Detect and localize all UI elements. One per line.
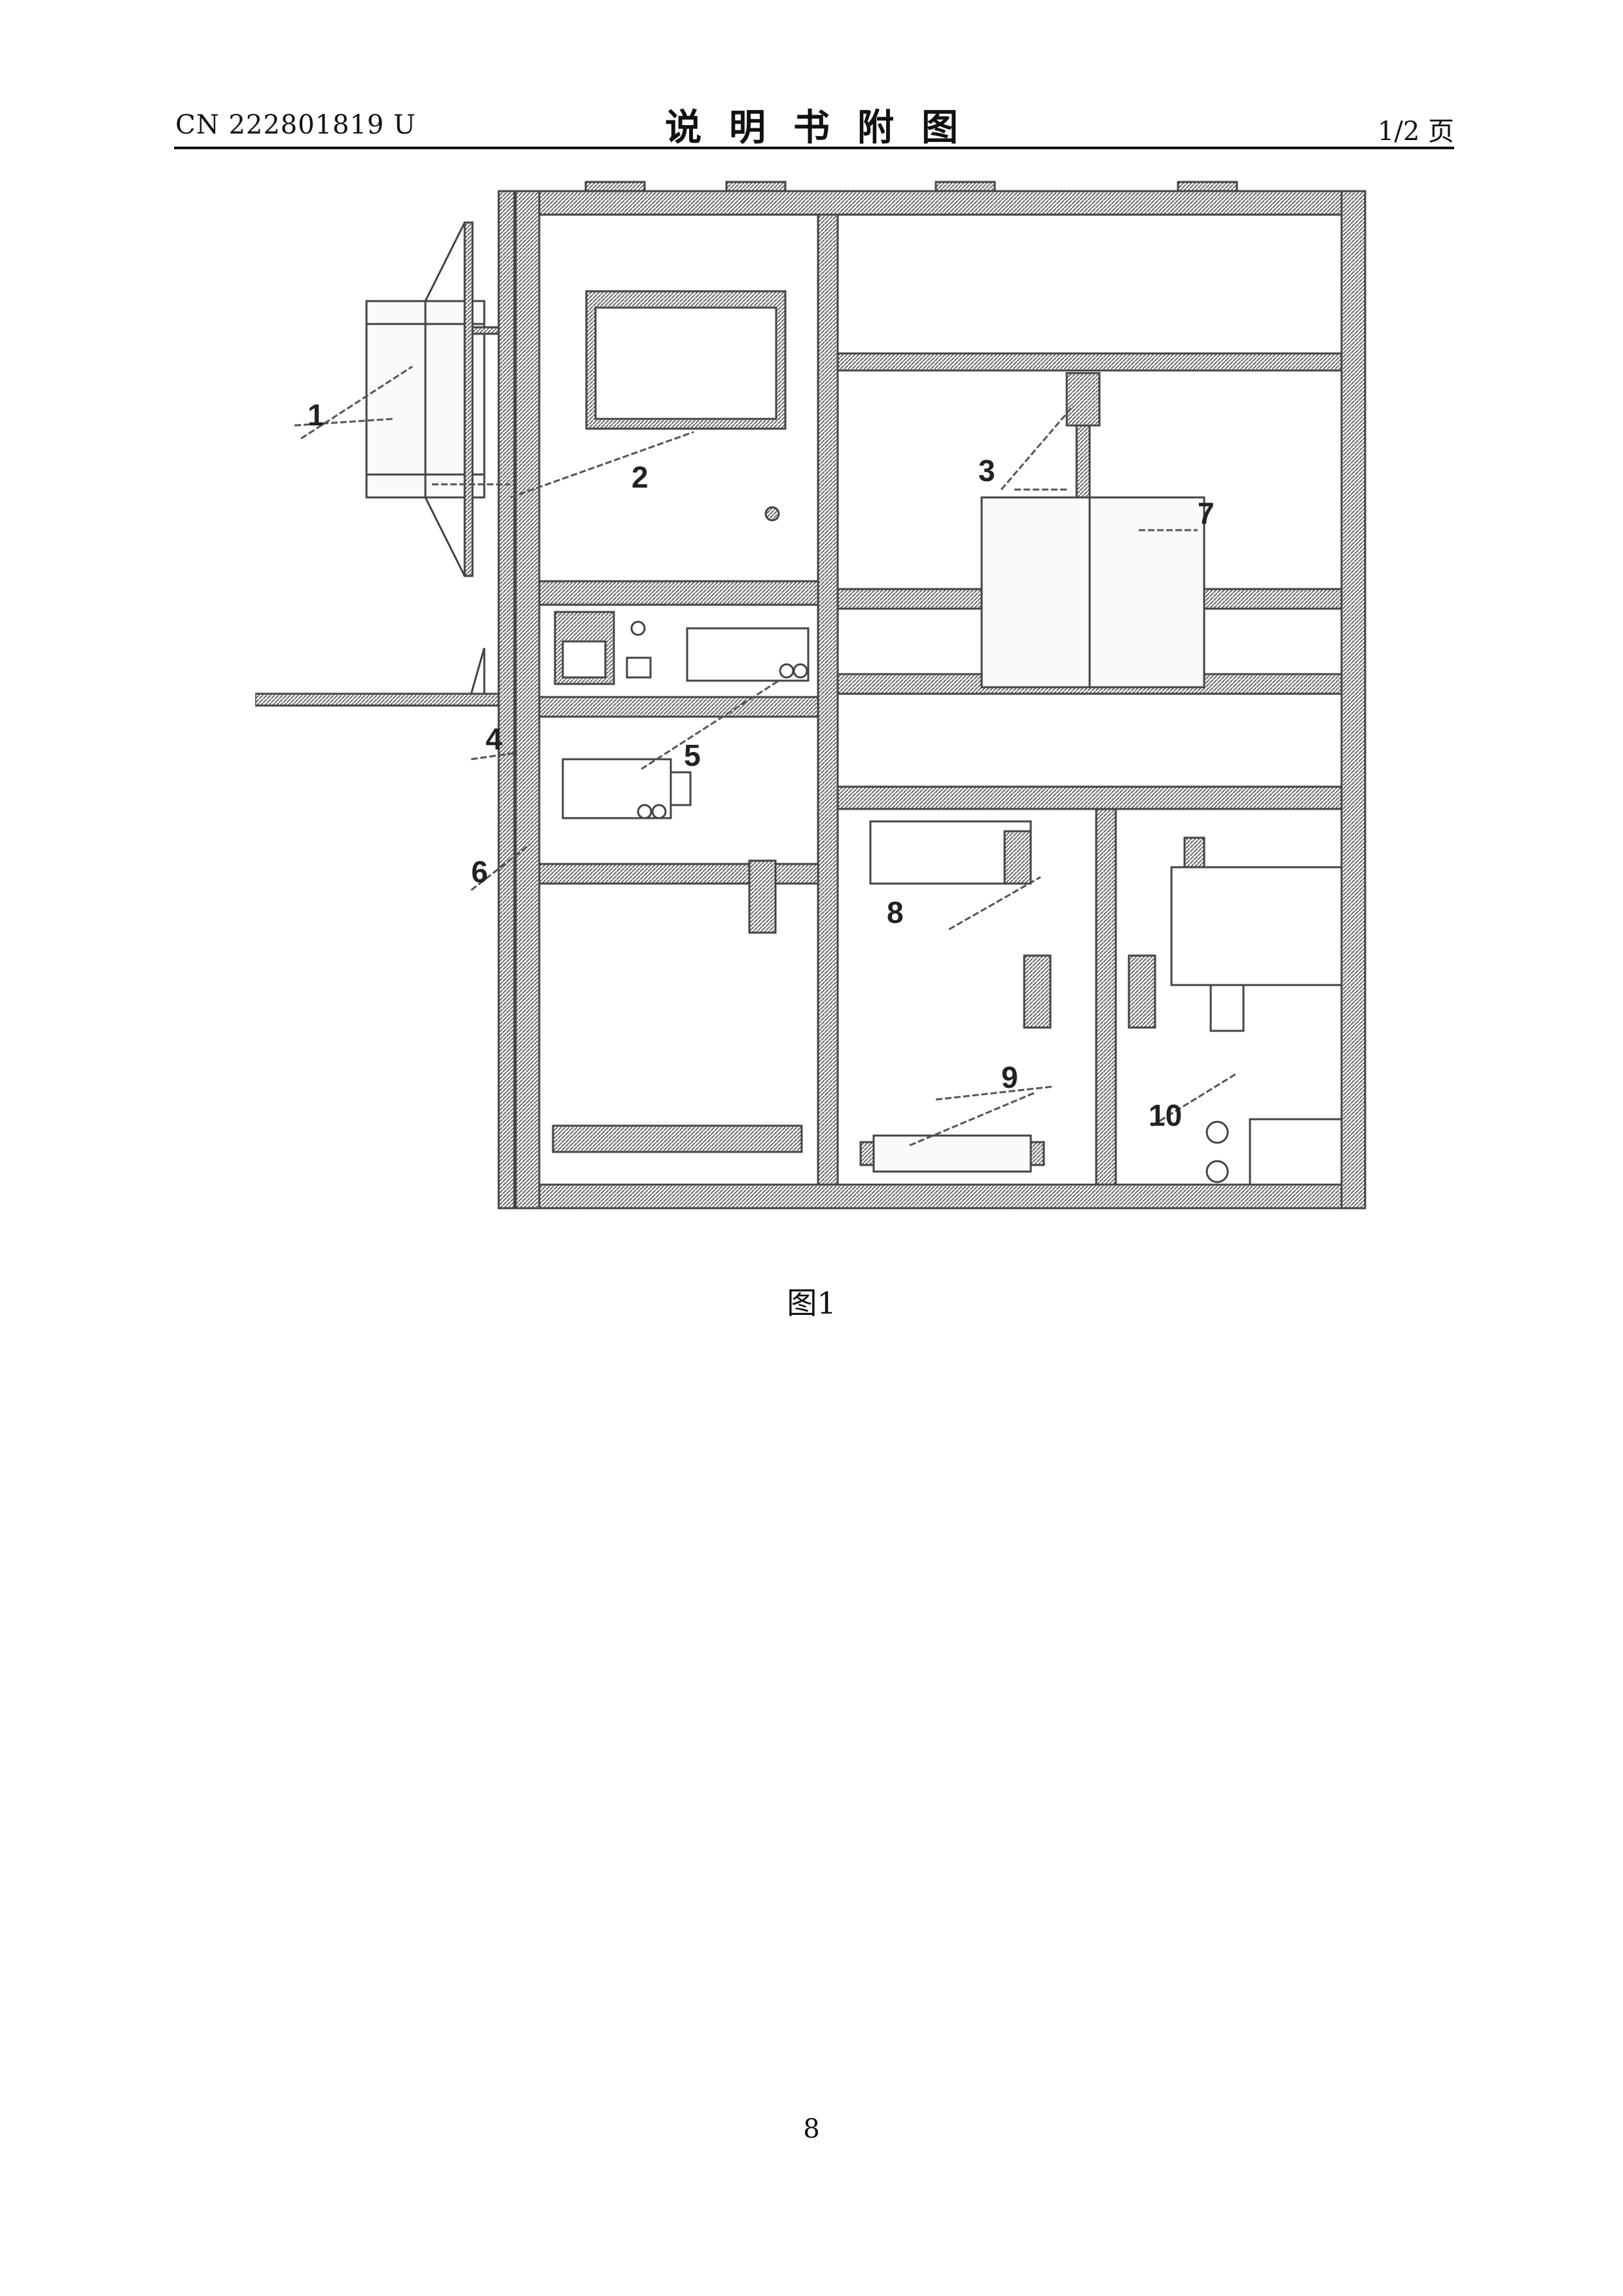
patent-drawing-figure-1: 1 2 3 4 5 6 7 8 9 10 bbox=[255, 177, 1394, 1224]
page-count: 1/2 页 bbox=[1378, 110, 1454, 148]
callout-2: 2 bbox=[632, 460, 649, 494]
callout-9: 9 bbox=[1001, 1060, 1018, 1094]
header-rule bbox=[174, 147, 1454, 149]
callout-5: 5 bbox=[684, 738, 701, 772]
callout-6: 6 bbox=[471, 855, 488, 889]
callout-1: 1 bbox=[308, 398, 325, 432]
callout-8: 8 bbox=[887, 895, 904, 929]
page-number: 8 bbox=[0, 2114, 1623, 2144]
callout-4: 4 bbox=[486, 722, 503, 756]
equipment-drawing: 1 2 3 4 5 6 7 8 9 10 bbox=[255, 177, 1394, 1224]
callout-10: 10 bbox=[1149, 1098, 1182, 1132]
figure-caption: 图1 bbox=[0, 1280, 1623, 1323]
callout-7: 7 bbox=[1198, 496, 1215, 530]
callout-3: 3 bbox=[978, 454, 995, 488]
